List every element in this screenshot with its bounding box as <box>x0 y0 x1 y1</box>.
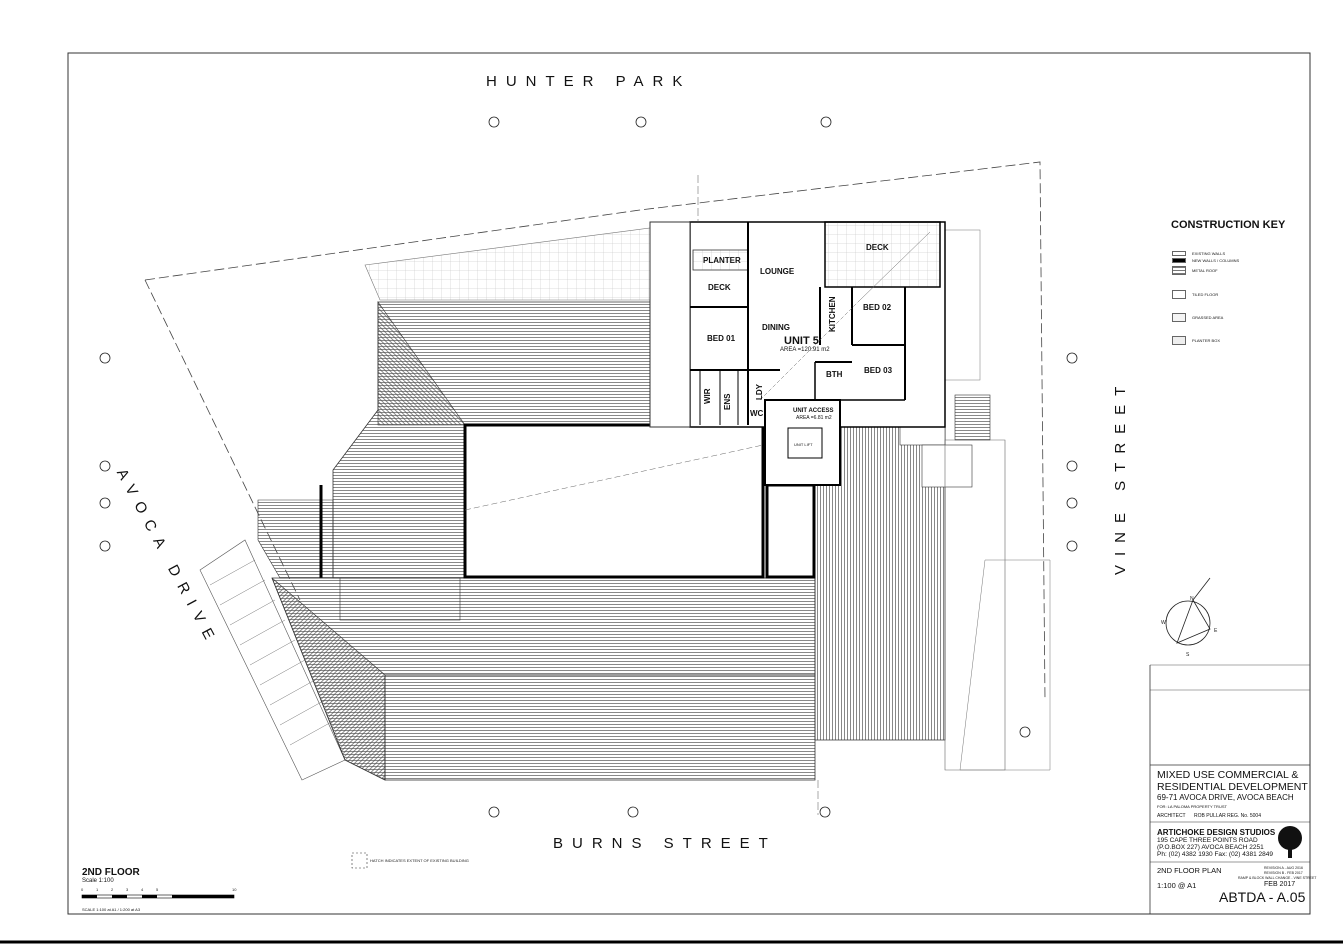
street-south: BURNS STREET <box>553 835 777 852</box>
key-label: EXISTING WALLS <box>1192 251 1226 256</box>
sheet-date: FEB 2017 <box>1264 881 1296 888</box>
unit-access-area: AREA =6.81 m2 <box>796 415 832 421</box>
scale-tick: 0 <box>81 887 84 892</box>
scale-tick: 4 <box>141 887 144 892</box>
room-label: LDY <box>755 383 764 400</box>
key-label: TILED FLOOR <box>1192 292 1219 297</box>
room-label: ENS <box>723 393 732 410</box>
revision-a: REVISION A - AUG 2016 <box>1264 866 1303 870</box>
floor-scale: Scale 1:100 <box>82 878 114 884</box>
key-item: EXISTING WALLS <box>1172 251 1225 256</box>
studio-name: ARTICHOKE DESIGN STUDIOS <box>1157 828 1276 837</box>
street-north: HUNTER PARK <box>486 73 692 90</box>
room-label: BED 02 <box>863 303 892 312</box>
void-over-cinema <box>463 423 765 579</box>
key-item: PLANTER BOX <box>1172 336 1220 345</box>
scale-tick: 5 <box>156 887 159 892</box>
key-label: METAL ROOF <box>1192 268 1218 273</box>
compass-e: E <box>1214 628 1218 634</box>
east-deck <box>824 221 941 288</box>
room-label: UNIT ACCESS <box>793 408 833 414</box>
scale-tick: 10 <box>232 887 237 892</box>
hatch-note: HATCH INDICATES EXTENT OF EXISTING BUILD… <box>370 858 469 863</box>
unit-area: AREA =120.91 m2 <box>780 347 830 353</box>
project-title-2: RESIDENTIAL DEVELOPMENT <box>1157 781 1308 793</box>
key-item: NEW WALLS / COLUMNS <box>1172 258 1239 263</box>
property-boundary <box>144 161 1046 701</box>
compass-n: N <box>1190 596 1194 602</box>
construction-key-title: CONSTRUCTION KEY <box>1171 219 1286 231</box>
scale-tick: 1 <box>96 887 99 892</box>
compass-w: W <box>1161 620 1166 626</box>
key-item: METAL ROOF <box>1172 266 1218 275</box>
scale-tick: 2 <box>111 887 114 892</box>
tiled-terrace <box>364 227 651 301</box>
section-markers <box>99 116 1078 818</box>
compass-s: S <box>1186 652 1190 658</box>
scale-tick: 3 <box>126 887 129 892</box>
room-label: WC <box>750 409 764 418</box>
revision-note: RAMP & BLOCK WALL CHANGE - VINE STREET <box>1238 876 1317 880</box>
studio-phone: Ph: (02) 4382 1930 Fax: (02) 4381 2849 <box>1157 851 1273 858</box>
revision-b: REVISION B - FEB 2017 <box>1264 871 1303 875</box>
room-label: WIR <box>703 388 712 404</box>
key-item: GRASSED AREA <box>1172 313 1223 322</box>
drawing-number: ABTDA - A.05 <box>1219 889 1306 905</box>
room-label: LOUNGE <box>760 267 795 276</box>
studio-logo <box>1278 826 1302 858</box>
scale-note: SCALE 1:100 at A1 / 1:200 at A3 <box>82 907 141 912</box>
project-title: MIXED USE COMMERCIAL & <box>1157 769 1299 781</box>
architect-label: ARCHITECT <box>1157 813 1186 819</box>
studio-address: 195 CAPE THREE POINTS ROAD <box>1157 837 1258 844</box>
studio-address-2: (P.O.BOX 227) AVOCA BEACH 2251 <box>1157 844 1264 851</box>
project-address: 69-71 AVOCA DRIVE, AVOCA BEACH <box>1157 793 1294 802</box>
north-arrow <box>1165 577 1211 646</box>
room-label: DECK <box>866 243 889 252</box>
room-label: BED 03 <box>864 366 893 375</box>
sheet-scale: 1:100 @ A1 <box>1157 881 1197 890</box>
room-label: PLANTER <box>703 256 741 265</box>
project-client: FOR: LA PALOMA PROPERTY TRUST <box>1157 804 1227 809</box>
room-label: BED 01 <box>707 334 736 343</box>
scale-bar <box>81 894 235 899</box>
key-label: GRASSED AREA <box>1192 315 1224 320</box>
key-label: NEW WALLS / COLUMNS <box>1192 258 1240 263</box>
street-east: VINE STREET <box>1112 377 1129 575</box>
unit-access <box>764 399 841 486</box>
plant-room <box>765 483 816 579</box>
sheet-title: 2ND FLOOR PLAN <box>1157 866 1222 875</box>
architect-name: ROB PULLAR REG. No. 5004 <box>1194 813 1261 819</box>
room-label: BTH <box>826 370 843 379</box>
room-label: KITCHEN <box>828 296 837 332</box>
lift-label: UNIT LIFT <box>794 442 813 447</box>
unit-name: UNIT 5 <box>784 335 819 347</box>
room-label: DECK <box>708 283 731 292</box>
room-labels: PLANTER LOUNGE DECK DECK BED 01 DINING K… <box>703 243 893 447</box>
floor-title: 2ND FLOOR <box>82 867 140 878</box>
key-item: TILED FLOOR <box>1172 290 1218 299</box>
sheet-border <box>67 52 1311 915</box>
key-label: PLANTER BOX <box>1192 338 1221 343</box>
room-label: DINING <box>762 323 790 332</box>
